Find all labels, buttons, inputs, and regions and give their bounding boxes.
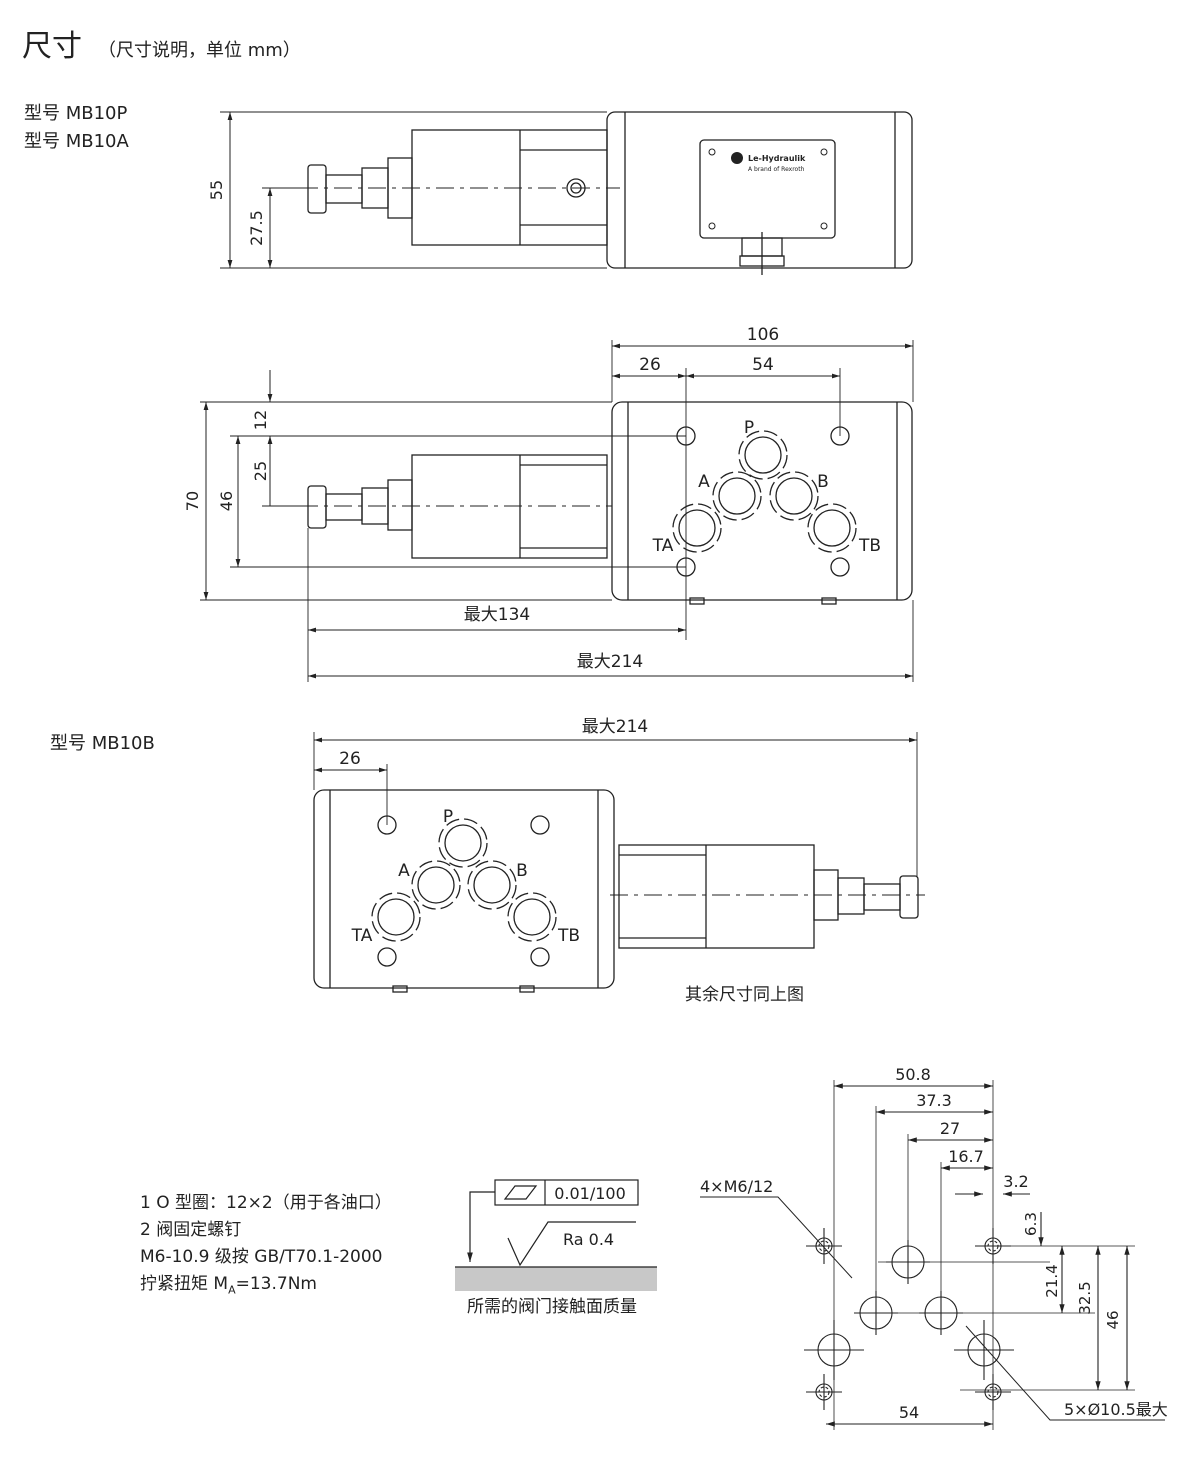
- torque-value: =13.7Nm: [235, 1274, 317, 1294]
- note-line-3: M6-10.9 级按 GB/T70.1-2000: [140, 1247, 383, 1267]
- page-subtitle: （尺寸说明，单位 mm）: [98, 40, 301, 61]
- dim-top-26: 26: [639, 355, 661, 375]
- dim-top-12: 12: [251, 410, 270, 430]
- label-bores: 5×Ø10.5最大: [1064, 1400, 1168, 1419]
- surface-quality: [455, 1179, 657, 1291]
- dim-b-max214: 最大214: [582, 717, 648, 737]
- dim-top-25: 25: [251, 461, 270, 481]
- dim-if-3-2: 3.2: [1003, 1172, 1028, 1191]
- b-port-label-a: A: [398, 861, 410, 881]
- dim-if-21-4: 21.4: [1043, 1264, 1061, 1297]
- dim-max134: 最大134: [464, 605, 530, 625]
- port-label-a: A: [698, 472, 710, 492]
- dim-if-50-8: 50.8: [895, 1065, 931, 1084]
- dim-top-46: 46: [217, 491, 236, 511]
- flatness-value: 0.01/100: [554, 1184, 626, 1203]
- top-body: [611, 401, 913, 601]
- b-port-label-ta: TA: [351, 926, 373, 946]
- model-label-mb10a: 型号 MB10A: [24, 131, 129, 152]
- side-body: [606, 111, 913, 269]
- side-view: [220, 111, 913, 275]
- dim-if-32-5: 32.5: [1076, 1281, 1094, 1314]
- dim-top-106: 106: [747, 325, 779, 345]
- dim-side-55: 55: [207, 180, 226, 200]
- flatness-icon: [503, 1185, 538, 1200]
- logo-brand: Le-Hydraulik: [748, 154, 806, 163]
- note-line-2: 2 阀固定螺钉: [140, 1220, 242, 1240]
- dim-if-46: 46: [1104, 1310, 1122, 1329]
- port-label-p: P: [744, 418, 754, 438]
- model-label-mb10p: 型号 MB10P: [24, 103, 128, 124]
- port-label-ta: TA: [652, 536, 674, 556]
- dim-max214: 最大214: [577, 652, 643, 672]
- dim-top-70: 70: [183, 491, 202, 511]
- torque-prefix: 拧紧扭矩 M: [140, 1274, 229, 1294]
- roughness-value: Ra 0.4: [563, 1230, 614, 1249]
- mb10b-view: [313, 732, 925, 993]
- model-label-mb10b: 型号 MB10B: [50, 733, 155, 754]
- note-line-4: 拧紧扭矩 MA=13.7Nm: [140, 1274, 317, 1297]
- b-port-label-b: B: [516, 861, 528, 881]
- surface-caption: 所需的阀门接触面质量: [467, 1297, 637, 1317]
- dim-if-37-3: 37.3: [916, 1091, 952, 1110]
- note-rest-dimensions: 其余尺寸同上图: [685, 985, 804, 1005]
- dim-if-27: 27: [940, 1119, 960, 1138]
- dim-b-26: 26: [339, 749, 361, 769]
- dim-if-54: 54: [899, 1403, 919, 1422]
- note-line-1: 1 O 型圈：12×2（用于各油口）: [140, 1193, 392, 1213]
- b-port-label-tb: TB: [557, 926, 580, 946]
- dim-side-27-5: 27.5: [247, 210, 266, 246]
- b-cartridge: [618, 844, 815, 949]
- dim-if-6-3: 6.3: [1022, 1212, 1040, 1236]
- port-label-b: B: [817, 472, 829, 492]
- b-port-label-p: P: [443, 807, 453, 827]
- dim-if-16-7: 16.7: [948, 1147, 984, 1166]
- contact-surface: [455, 1267, 657, 1291]
- torque-subscript: A: [228, 1283, 236, 1297]
- interface-pattern: [700, 1080, 1165, 1430]
- top-view: [200, 340, 914, 682]
- page-title: 尺寸: [22, 29, 82, 64]
- logo-tagline: A brand of Rexroth: [748, 166, 805, 173]
- logo-mark-icon: [731, 152, 743, 164]
- logo-screws: [708, 148, 828, 230]
- port-label-tb: TB: [858, 536, 881, 556]
- dim-top-54: 54: [752, 355, 774, 375]
- b-body: [313, 789, 615, 989]
- label-screws: 4×M6/12: [700, 1177, 773, 1196]
